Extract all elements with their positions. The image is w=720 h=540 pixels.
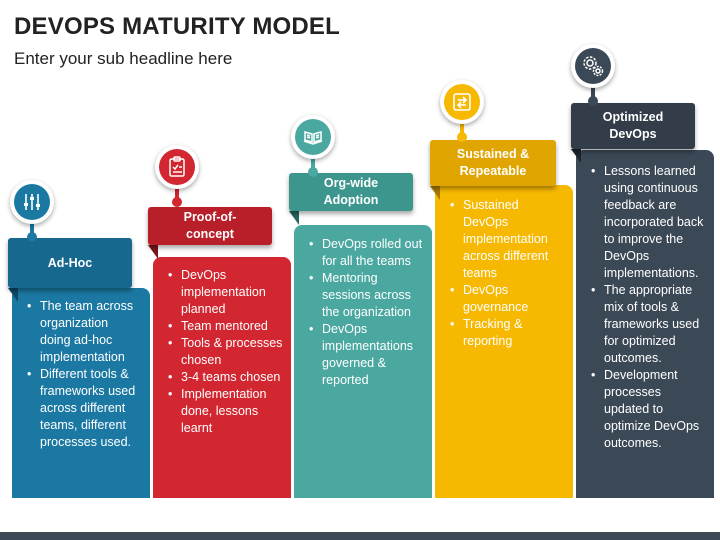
stage-4-panel: Sustained DevOps implementation across d… bbox=[435, 185, 573, 498]
stage-1-icon-badge bbox=[10, 180, 54, 244]
icon-circle bbox=[291, 115, 335, 159]
stage-5-header-fold bbox=[571, 149, 581, 163]
bullet-item: Team mentored bbox=[168, 318, 283, 335]
icon-stem-dot bbox=[27, 232, 37, 242]
stage-3-panel: DevOps rolled out for all the teamsMento… bbox=[294, 225, 432, 498]
icon-stem-dot bbox=[172, 197, 182, 207]
stage-1-bullet-list: The team across organization doing ad-ho… bbox=[12, 298, 150, 451]
book-icon bbox=[295, 119, 331, 155]
bullet-item: DevOps governance bbox=[450, 282, 565, 316]
stage-2-panel: DevOps implementation plannedTeam mentor… bbox=[153, 257, 291, 498]
stage-4-bullet-list: Sustained DevOps implementation across d… bbox=[435, 197, 573, 350]
repeat-arrows-icon bbox=[444, 84, 480, 120]
stage-2-bullet-list: DevOps implementation plannedTeam mentor… bbox=[153, 267, 291, 437]
icon-stem-dot bbox=[588, 96, 598, 106]
bullet-item: The appropriate mix of tools & framework… bbox=[591, 282, 706, 367]
bullet-item: DevOps implementations governed & report… bbox=[309, 321, 424, 389]
icon-stem-dot bbox=[308, 167, 318, 177]
page-title: DEVOPS MATURITY MODEL bbox=[14, 13, 340, 40]
bullet-item: Development processes updated to optimiz… bbox=[591, 367, 706, 452]
bullet-item: Mentoring sessions across the organizati… bbox=[309, 270, 424, 321]
icon-stem-dot bbox=[457, 132, 467, 142]
stage-4-header-fold bbox=[430, 186, 440, 200]
bullet-item: 3-4 teams chosen bbox=[168, 369, 283, 386]
icon-circle bbox=[440, 80, 484, 124]
stage-3-header: Org-wide Adoption bbox=[289, 173, 413, 211]
stage-2-header-fold bbox=[148, 245, 158, 259]
sliders-icon bbox=[14, 184, 50, 220]
bullet-item: Sustained DevOps implementation across d… bbox=[450, 197, 565, 282]
stage-2-header: Proof-of-concept bbox=[148, 207, 272, 245]
bullet-item: Tracking & reporting bbox=[450, 316, 565, 350]
icon-circle bbox=[571, 44, 615, 88]
icon-stem bbox=[311, 157, 315, 169]
stage-2-icon-badge bbox=[155, 145, 199, 209]
clipboard-icon bbox=[159, 149, 195, 185]
stage-5-header: Optimized DevOps bbox=[571, 103, 695, 149]
footer-bar bbox=[0, 532, 720, 540]
stage-4-icon-badge bbox=[440, 80, 484, 144]
bullet-item: Lessons learned using continuous feedbac… bbox=[591, 163, 706, 282]
bullet-item: DevOps implementation planned bbox=[168, 267, 283, 318]
gears-icon bbox=[575, 48, 611, 84]
icon-circle bbox=[155, 145, 199, 189]
stage-1-panel: The team across organization doing ad-ho… bbox=[12, 288, 150, 498]
page-subtitle: Enter your sub headline here bbox=[14, 49, 233, 68]
stage-3-bullet-list: DevOps rolled out for all the teamsMento… bbox=[294, 236, 432, 389]
stage-5-bullet-list: Lessons learned using continuous feedbac… bbox=[576, 163, 714, 452]
stage-3-header-fold bbox=[289, 211, 299, 225]
stage-5-icon-badge bbox=[571, 44, 615, 108]
stage-5-panel: Lessons learned using continuous feedbac… bbox=[576, 150, 714, 498]
stage-3-icon-badge bbox=[291, 115, 335, 179]
stage-4-header: Sustained & Repeatable bbox=[430, 140, 556, 186]
icon-circle bbox=[10, 180, 54, 224]
icon-stem bbox=[30, 222, 34, 234]
stage-1-header: Ad-Hoc bbox=[8, 238, 132, 288]
icon-stem bbox=[175, 187, 179, 199]
icon-stem bbox=[591, 86, 595, 98]
stage-1-header-fold bbox=[8, 288, 18, 302]
bullet-item: The team across organization doing ad-ho… bbox=[27, 298, 142, 366]
bullet-item: Different tools & frameworks used across… bbox=[27, 366, 142, 451]
bullet-item: DevOps rolled out for all the teams bbox=[309, 236, 424, 270]
bullet-item: Implementation done, lessons learnt bbox=[168, 386, 283, 437]
bullet-item: Tools & processes chosen bbox=[168, 335, 283, 369]
icon-stem bbox=[460, 122, 464, 134]
